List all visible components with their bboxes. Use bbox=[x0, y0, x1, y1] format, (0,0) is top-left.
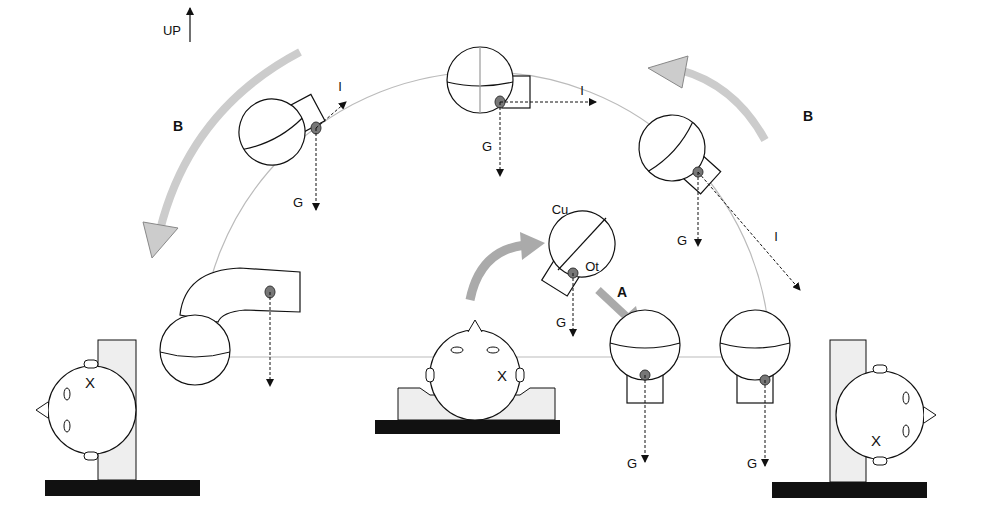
direction-label: UP bbox=[163, 24, 181, 37]
vector-label: I bbox=[774, 230, 778, 243]
motion-label: A bbox=[617, 285, 627, 299]
vector-label: G bbox=[293, 196, 303, 209]
vector-label: G bbox=[627, 457, 637, 470]
vector-label: G bbox=[482, 140, 492, 153]
vector-label: G bbox=[677, 234, 687, 247]
part-label: Ot bbox=[585, 260, 599, 273]
vector-label: G bbox=[556, 316, 566, 329]
vector-label: G bbox=[747, 457, 757, 470]
side-mark: X bbox=[497, 368, 507, 383]
vector-label: I bbox=[580, 84, 584, 97]
part-label: Cu bbox=[552, 203, 569, 216]
motion-label: B bbox=[173, 119, 183, 133]
vector-label: I bbox=[338, 80, 342, 93]
motion-label: B bbox=[803, 109, 813, 123]
side-mark: X bbox=[871, 433, 881, 448]
side-mark: X bbox=[85, 375, 95, 390]
